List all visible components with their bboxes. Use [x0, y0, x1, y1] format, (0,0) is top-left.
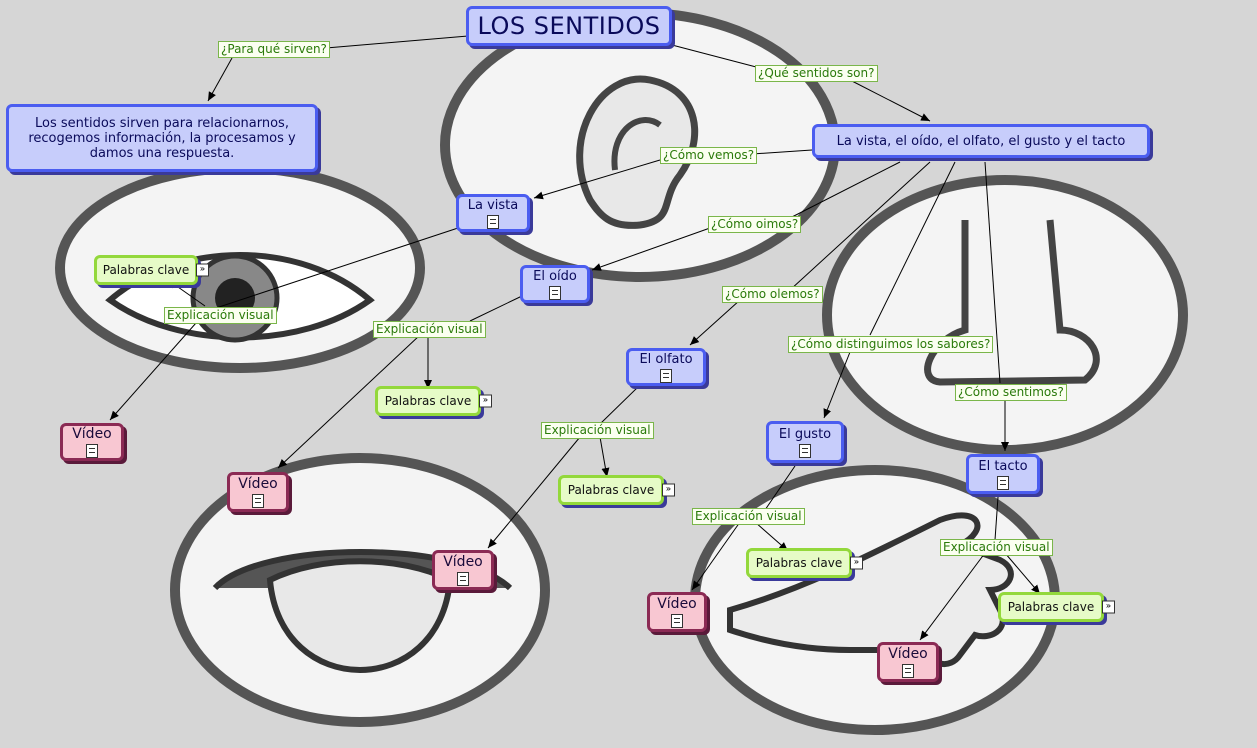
- node-el-gusto[interactable]: El gusto: [766, 421, 844, 463]
- link-label-como-sabores: ¿Cómo distinguimos los sabores?: [788, 336, 994, 353]
- keywords-oido[interactable]: Palabras clave »: [375, 386, 492, 416]
- document-icon[interactable]: [487, 214, 499, 229]
- node-la-vista-label: La vista: [467, 197, 519, 213]
- document-icon[interactable]: [457, 572, 469, 586]
- node-la-vista[interactable]: La vista: [456, 194, 530, 232]
- node-el-tacto[interactable]: El tacto: [966, 454, 1040, 494]
- link-arrow-icon[interactable]: »: [479, 394, 492, 408]
- document-icon[interactable]: [252, 494, 264, 508]
- node-el-gusto-label: El gusto: [778, 426, 832, 442]
- link-label-como-vemos: ¿Cómo vemos?: [660, 147, 758, 164]
- keywords-gusto-label: Palabras clave: [755, 556, 843, 570]
- nose-image: [822, 175, 1188, 455]
- keywords-vista[interactable]: Palabras clave »: [94, 255, 209, 285]
- keywords-vista-label: Palabras clave: [102, 263, 190, 277]
- link-label-para-que: ¿Para qué sirven?: [218, 41, 330, 58]
- link-label-explicacion-olfato: Explicación visual: [541, 422, 654, 439]
- link-arrow-icon[interactable]: »: [850, 556, 863, 570]
- link-label-que-sentidos: ¿Qué sentidos son?: [755, 65, 878, 82]
- link-label-como-sentimos: ¿Cómo sentimos?: [955, 384, 1067, 401]
- video-vista-label: Vídeo: [72, 426, 112, 442]
- video-gusto[interactable]: Vídeo: [647, 592, 707, 632]
- document-icon[interactable]: [549, 285, 561, 300]
- link-arrow-icon[interactable]: »: [196, 263, 209, 277]
- video-gusto-label: Vídeo: [657, 596, 697, 612]
- node-el-oido-label: El oído: [533, 268, 577, 284]
- mouth-image: [170, 453, 550, 727]
- keywords-gusto[interactable]: Palabras clave »: [746, 548, 863, 578]
- node-el-tacto-label: El tacto: [978, 458, 1028, 474]
- document-icon[interactable]: [799, 443, 811, 458]
- keywords-olfato[interactable]: Palabras clave »: [558, 475, 675, 505]
- video-oido[interactable]: Vídeo: [227, 472, 289, 512]
- document-icon[interactable]: [86, 444, 98, 458]
- video-oido-label: Vídeo: [238, 476, 278, 492]
- node-el-olfato-label: El olfato: [639, 351, 693, 367]
- node-el-oido[interactable]: El oído: [520, 265, 590, 303]
- link-arrow-icon[interactable]: »: [662, 483, 675, 497]
- link-label-explicacion-vista: Explicación visual: [164, 307, 277, 324]
- ear-image: [440, 8, 840, 282]
- document-icon[interactable]: [671, 614, 683, 628]
- video-tacto[interactable]: Vídeo: [877, 642, 939, 682]
- keywords-olfato-label: Palabras clave: [567, 483, 655, 497]
- keywords-oido-label: Palabras clave: [384, 394, 472, 408]
- link-arrow-icon[interactable]: »: [1102, 600, 1115, 614]
- video-olfato-label: Vídeo: [443, 554, 483, 570]
- intro-node[interactable]: Los sentidos sirven para relacionarnos, …: [6, 104, 318, 172]
- node-el-olfato[interactable]: El olfato: [626, 348, 706, 386]
- link-label-como-oimos: ¿Cómo oimos?: [708, 216, 802, 233]
- document-icon[interactable]: [997, 475, 1009, 490]
- link-label-explicacion-tacto: Explicación visual: [940, 539, 1053, 556]
- video-vista[interactable]: Vídeo: [60, 423, 124, 461]
- title-node[interactable]: LOS SENTIDOS: [466, 6, 672, 46]
- link-label-como-olemos: ¿Cómo olemos?: [722, 286, 823, 303]
- keywords-tacto[interactable]: Palabras clave »: [998, 592, 1115, 622]
- video-olfato[interactable]: Vídeo: [432, 550, 494, 590]
- link-label-explicacion-gusto: Explicación visual: [692, 508, 805, 525]
- link-label-explicacion-oido: Explicación visual: [373, 321, 486, 338]
- senses-list-node[interactable]: La vista, el oído, el olfato, el gusto y…: [812, 124, 1150, 158]
- keywords-tacto-label: Palabras clave: [1007, 600, 1095, 614]
- document-icon[interactable]: [660, 368, 672, 383]
- video-tacto-label: Vídeo: [888, 646, 928, 662]
- document-icon[interactable]: [902, 664, 914, 678]
